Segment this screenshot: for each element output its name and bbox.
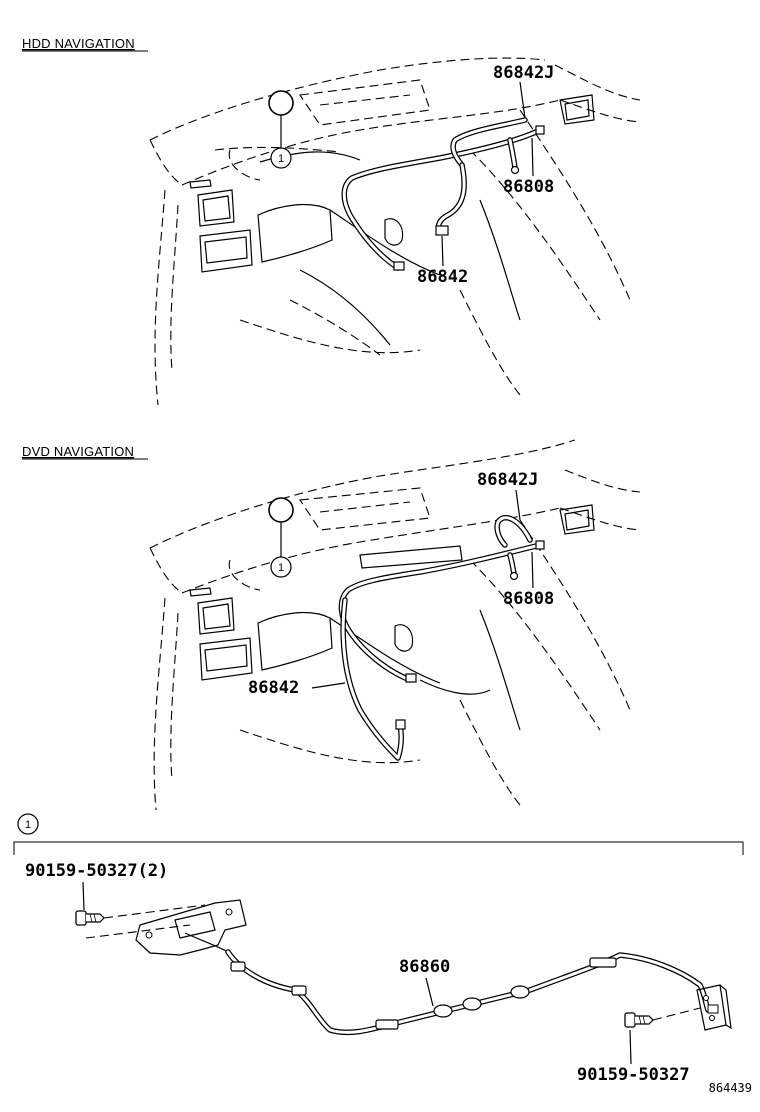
- bracket-right-icon: [696, 984, 732, 1031]
- part-screw-left: 90159-50327(2): [25, 861, 168, 881]
- dvd-callout-1: 1: [268, 497, 294, 578]
- cable-86860: [225, 949, 711, 1036]
- screw-left-icon: [75, 910, 105, 926]
- hdd-navigation-section: HDD NAVIGATION: [22, 36, 641, 406]
- hdd-harness: [341, 117, 545, 271]
- screw-right-icon: [624, 1012, 654, 1028]
- detail-callout-circle: [17, 813, 39, 835]
- hdd-part-86842: 86842: [417, 267, 468, 287]
- dvd-part-86842J: 86842J: [477, 470, 538, 490]
- dvd-section-title: DVD NAVIGATION: [22, 444, 134, 459]
- bracket-left-icon: [135, 899, 247, 956]
- hdd-part-86808: 86808: [503, 177, 554, 197]
- hdd-dashboard-illustration: [149, 57, 641, 406]
- hdd-callout-number: 1: [278, 153, 284, 165]
- hdd-location-circle: [268, 90, 294, 116]
- dvd-navigation-section: DVD NAVIGATION: [22, 439, 641, 811]
- part-screw-right: 90159-50327: [577, 1065, 690, 1085]
- dvd-harness: [338, 515, 545, 761]
- dvd-location-circle: [268, 497, 294, 523]
- detail-bracket: [13, 841, 744, 855]
- part-cable-86860: 86860: [399, 957, 450, 977]
- dvd-callout-circle: [270, 556, 292, 578]
- figure-id: 864439: [709, 1081, 752, 1095]
- dvd-callout-number: 1: [278, 562, 284, 574]
- dvd-part-86808: 86808: [503, 589, 554, 609]
- hdd-callout-1: 1: [268, 90, 294, 169]
- hdd-callout-circle: [270, 147, 292, 169]
- detail-1-section: 1 90159-50327(2): [13, 813, 744, 1085]
- hdd-section-title: HDD NAVIGATION: [22, 36, 135, 51]
- hdd-part-86842J: 86842J: [493, 63, 554, 83]
- dvd-part-86842: 86842: [248, 678, 299, 698]
- detail-callout-number: 1: [25, 819, 31, 831]
